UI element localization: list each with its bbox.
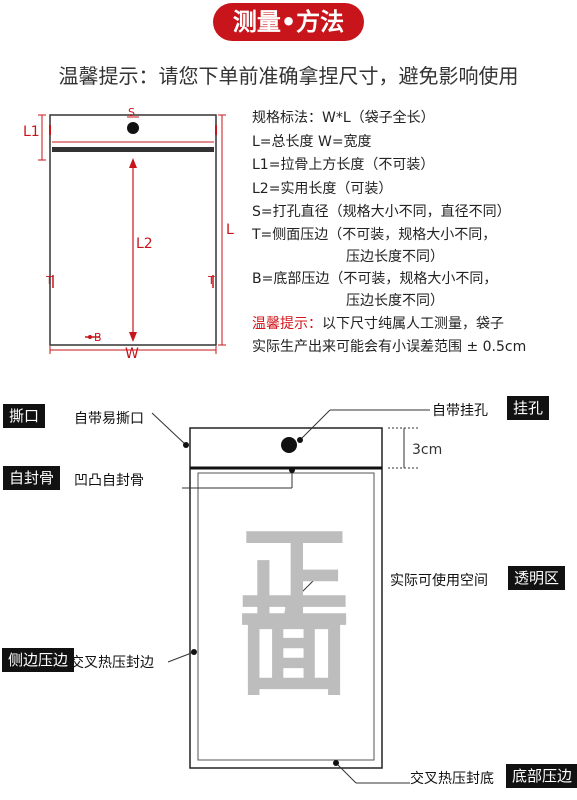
clear-window <box>197 472 375 761</box>
spec-line-5: S=打孔直径（规格大小不同，直径不同） <box>252 204 511 220</box>
label-s: S <box>128 106 135 119</box>
dim-3cm: 3cm <box>412 442 443 458</box>
label-t-left: T <box>46 274 53 287</box>
hang-hole <box>127 122 139 134</box>
spec-line-4: L2=实用长度（可装） <box>252 181 393 197</box>
zipper-line <box>52 147 214 152</box>
spec-line-1: 规格标法：W*L（袋子全长） <box>252 110 435 126</box>
spec-line-3: L1=拉骨上方长度（不可装） <box>252 157 435 173</box>
spec-line-6: T=侧面压边（不可装，规格大小不同， <box>252 227 497 243</box>
tag-side: 侧边压边 <box>2 648 75 672</box>
title-badge: 测量•方法 <box>213 3 364 41</box>
tag-tear: 撕口 <box>3 404 46 428</box>
label-t-right: T <box>208 274 215 287</box>
spec-line-2: L=总长度 W=宽度 <box>252 134 372 150</box>
front-char-1: 正 <box>238 516 350 646</box>
label-l2: L2 <box>136 236 153 252</box>
label-side: 交叉热压封边 <box>70 655 154 671</box>
spec-note-line-2: 实际生产出来可能会有小误差范围 ± 0.5cm <box>252 339 527 355</box>
label-w: W <box>125 346 139 362</box>
tag-hang: 挂孔 <box>507 396 550 420</box>
label-bottom: 交叉热压封底 <box>410 771 494 787</box>
tag-seal: 自封骨 <box>3 466 61 490</box>
hang-hole-front <box>281 437 297 453</box>
spec-note-line-1: 温馨提示：以下尺寸纯属人工测量，袋子 <box>252 313 504 333</box>
bag-front-outline <box>189 427 383 769</box>
label-clear: 实际可使用空间 <box>390 573 488 589</box>
bottom-bag-diagram <box>151 409 430 784</box>
top-bag-diagram <box>38 114 226 354</box>
note-label: 温馨提示： <box>252 316 322 332</box>
note-text-1: 以下尺寸纯属人工测量，袋子 <box>322 316 504 332</box>
label-b: B <box>94 331 102 344</box>
label-l1: L1 <box>23 124 40 140</box>
tag-bottom: 底部压边 <box>506 764 577 788</box>
spec-line-8: B=底部压边（不可装，规格大小不同， <box>252 271 498 287</box>
front-char-2: 面 <box>238 581 350 711</box>
spec-line-7: 压边长度不同） <box>346 249 444 265</box>
label-tear: 自带易撕口 <box>74 411 144 427</box>
tag-clear: 透明区 <box>508 566 566 590</box>
label-hang: 自带挂孔 <box>432 403 488 419</box>
label-seal: 凹凸自封骨 <box>74 473 144 489</box>
label-l: L <box>226 222 234 238</box>
hint-text: 温馨提示：请您下单前准确拿捏尺寸，避免影响使用 <box>58 64 519 88</box>
spec-line-9: 压边长度不同） <box>346 293 444 309</box>
